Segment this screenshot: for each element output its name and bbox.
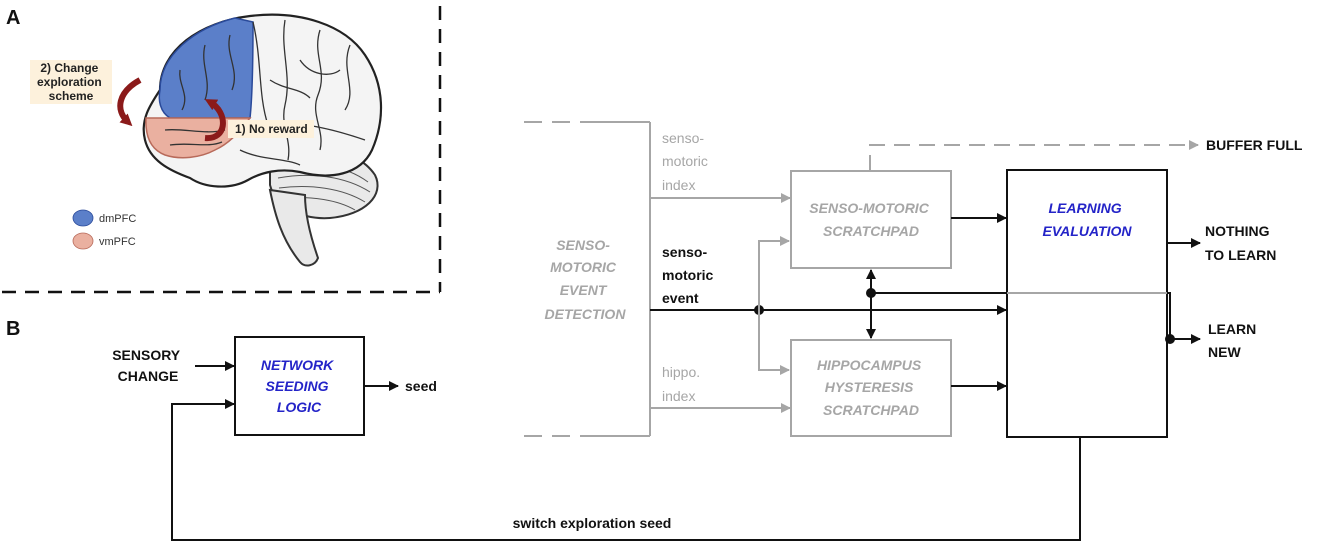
event-detection-label: SENSO- MOTORIC EVENT DETECTION (545, 237, 627, 322)
learn-new-junction-dot (1165, 334, 1175, 344)
event-to-smp-gray-line (758, 236, 790, 310)
nothing-to-learn-label: NOTHING TO LEARN (1205, 223, 1276, 263)
legend-swatch-dmpfc (72, 209, 94, 227)
senso-motoric-scratchpad-box (790, 170, 952, 269)
legend-label-dmpfc: dmPFC (99, 213, 136, 225)
change-scheme-callout: 2) Change exploration scheme (37, 61, 105, 103)
legend-label-vmpfc: vmPFC (99, 236, 136, 248)
event-detection-block (524, 121, 651, 437)
learn-new-branch-line (1167, 292, 1171, 339)
switch-exploration-seed-label: switch exploration seed (513, 515, 672, 531)
senso-motoric-scratchpad-label: SENSO-MOTORIC SCRATCHPAD (809, 200, 932, 239)
brain-legend: dmPFC vmPFC (72, 209, 136, 250)
panel-b-letter: B (6, 318, 20, 340)
network-seeding-logic-label: NETWORK SEEDING LOGIC (261, 357, 337, 415)
learning-evaluation-label: LEARNING EVALUATION (1043, 200, 1133, 239)
hippocampus-scratchpad-box (790, 339, 952, 437)
brain-stem (268, 188, 320, 267)
change-scheme-callout-bg (30, 60, 112, 104)
hippo-index-label: hippo. index (662, 364, 704, 404)
scratchpad-junction-dot (866, 288, 876, 298)
senso-motoric-index-label: senso- motoric index (662, 130, 712, 193)
learn-new-label: LEARN NEW (1208, 321, 1260, 360)
hippocampus-scratchpad-label: HIPPOCAMPUS HYSTERESIS SCRATCHPAD (817, 357, 925, 418)
no-reward-callout: 1) No reward (235, 122, 308, 136)
dmpfc-region (158, 17, 254, 119)
buffer-full-line (869, 140, 1199, 171)
seed-label: seed (405, 378, 437, 394)
legend-swatch-vmpfc (72, 232, 94, 250)
event-to-hippo-gray-line (758, 310, 790, 375)
switch-seed-feedback-line (171, 399, 1081, 541)
panel-a-letter: A (6, 7, 20, 29)
no-reward-callout-bg (228, 120, 314, 138)
change-scheme-arrow (117, 77, 142, 127)
network-seeding-logic-box (234, 336, 365, 436)
buffer-full-label: BUFFER FULL (1206, 137, 1303, 153)
sensory-change-label: SENSORY CHANGE (112, 347, 184, 384)
brain-illustration (117, 13, 383, 267)
no-reward-arrow (204, 99, 226, 142)
senso-motoric-event-label: senso- motoric event (662, 244, 717, 306)
learning-evaluation-box (1006, 169, 1168, 438)
